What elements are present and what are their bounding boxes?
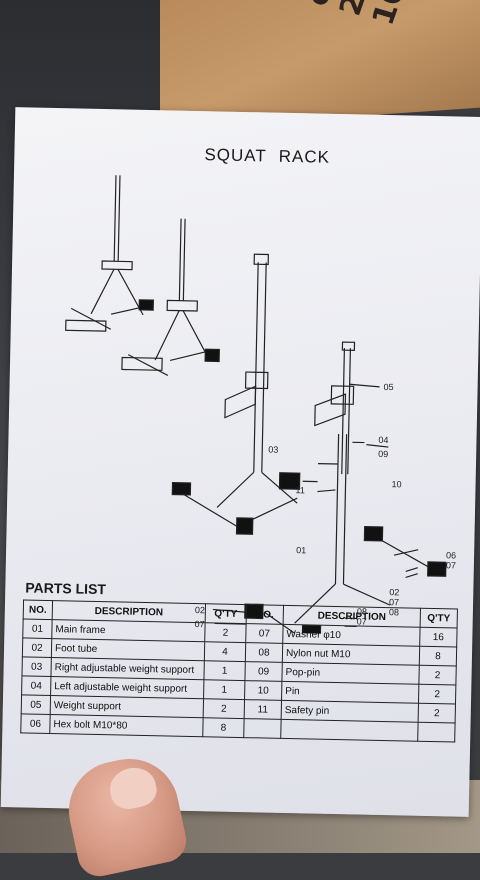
callout: 08 xyxy=(389,607,399,617)
callout: 05 xyxy=(383,382,393,392)
header-qty: Q'TY xyxy=(420,608,458,629)
callout: 02 xyxy=(195,605,205,615)
cell: 2 xyxy=(418,684,456,705)
callout: 08 xyxy=(357,606,367,616)
header-qty: Q'TY xyxy=(205,603,247,624)
cell: 8 xyxy=(419,646,457,667)
rack-diagram: 05 04 09 03 11 10 01 06 07 02 07 08 08 0… xyxy=(65,175,456,637)
cell: 09 xyxy=(244,661,283,682)
cell: 2 xyxy=(204,622,247,643)
cell: 05 xyxy=(21,694,51,715)
cell: 2 xyxy=(418,665,457,686)
cell: 04 xyxy=(21,675,51,696)
cell: Hex bolt M10*80 xyxy=(49,714,204,737)
callout: 06 xyxy=(446,550,456,560)
cell xyxy=(243,718,282,739)
callout: 02 xyxy=(389,587,399,597)
cell: 01 xyxy=(22,618,53,639)
callout: 09 xyxy=(378,449,388,459)
callout: 07 xyxy=(446,560,456,570)
callout: 11 xyxy=(295,485,305,495)
cell: 8 xyxy=(202,717,245,738)
cell: 1 xyxy=(203,660,246,681)
callout: 10 xyxy=(391,479,401,489)
callout: 04 xyxy=(378,435,388,445)
callout: 03 xyxy=(268,445,278,455)
cell: 2 xyxy=(203,698,245,719)
cell xyxy=(280,719,419,742)
parts-list-heading: PARTS LIST xyxy=(25,579,107,598)
box-print: escriptio 241 -DR-10 6/38 xyxy=(300,0,460,29)
cell: 06 xyxy=(20,713,51,734)
cell xyxy=(417,722,456,743)
header-no: NO. xyxy=(23,599,53,620)
callout: 01 xyxy=(296,545,306,555)
callout: 07 xyxy=(357,616,367,626)
cell: 08 xyxy=(245,642,283,663)
header-no: NO. xyxy=(246,604,284,625)
cell: 02 xyxy=(22,637,52,658)
cell: 03 xyxy=(21,656,52,677)
cell: 10 xyxy=(244,680,282,701)
cell: 1 xyxy=(203,679,245,700)
cell: 2 xyxy=(418,703,456,724)
parts-table: NO. DESCRIPTION Q'TY NO. DESCRIPTION Q'T… xyxy=(20,599,458,743)
cell: 11 xyxy=(244,699,282,720)
callout: 07 xyxy=(389,597,399,607)
cell: 16 xyxy=(419,627,458,648)
callout: 07 xyxy=(194,619,204,629)
cell: 07 xyxy=(245,623,284,644)
cell: 4 xyxy=(204,641,246,662)
